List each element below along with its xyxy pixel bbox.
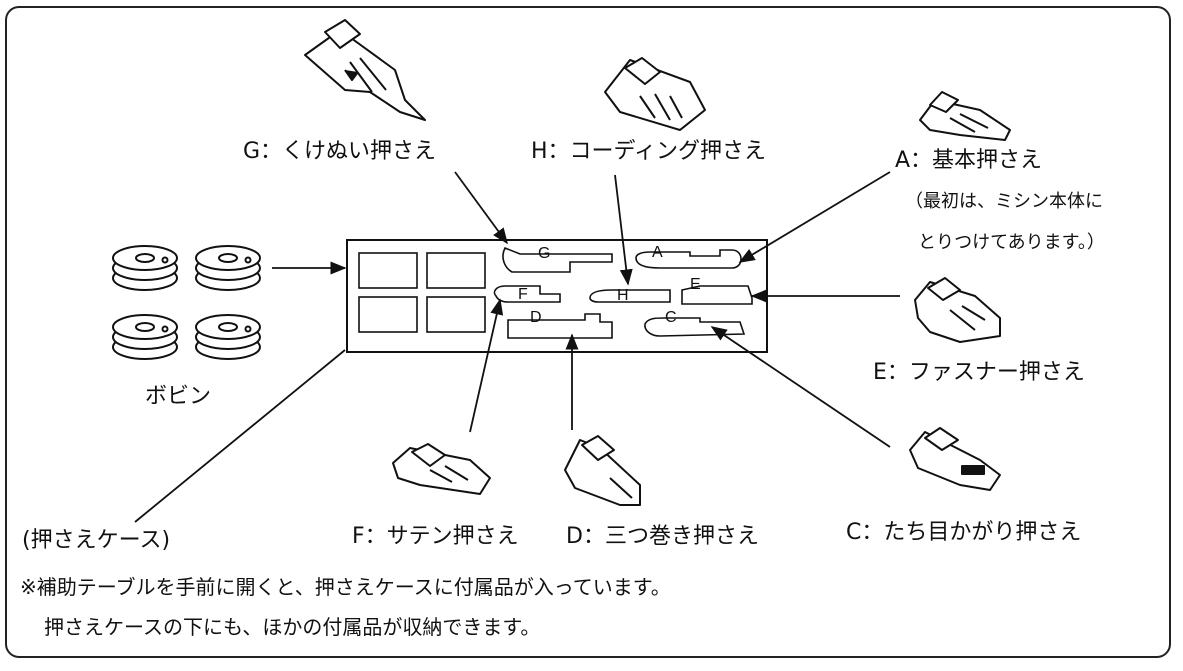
label-case: (押さえケース) — [22, 528, 171, 553]
slot-letter-g: G — [538, 245, 550, 262]
overcast-foot-icon — [909, 427, 1001, 491]
bobbin-slot — [358, 296, 418, 333]
arrow-f — [469, 298, 504, 433]
label-a-note-2: とりつけてあります。） — [918, 232, 1105, 253]
cording-foot-icon — [604, 57, 706, 131]
diagram-frame — [5, 6, 1171, 658]
slot-letter-a: A — [652, 244, 663, 261]
label-f: F：サテン押さえ — [352, 524, 519, 549]
zipper-foot-icon — [914, 277, 1001, 343]
arrow-a — [738, 171, 891, 263]
note-line-1: ※補助テーブルを手前に開くと、押さえケースに付属品が入っています。 — [20, 575, 671, 599]
bobbin-icon — [195, 314, 261, 360]
bobbin-icon — [112, 245, 178, 291]
basic-foot-icon — [919, 91, 1011, 141]
slot-c-outline — [644, 317, 746, 337]
blind-hem-foot-icon — [304, 19, 426, 121]
label-a: A：基本押さえ — [895, 148, 1043, 173]
arrow-g — [454, 171, 508, 245]
bobbin-slot — [358, 252, 418, 289]
satin-foot-icon — [392, 443, 491, 495]
bobbin-icon — [195, 245, 261, 291]
presser-foot-case — [346, 239, 768, 353]
slot-letter-d: D — [530, 309, 542, 326]
arrow-c — [710, 326, 891, 448]
label-d: D：三つ巻き押さえ — [566, 524, 759, 549]
label-c: C：たち目かがり押さえ — [846, 520, 1082, 545]
note-line-2: 押さえケースの下にも、ほかの付属品が収納できます。 — [44, 615, 541, 639]
slot-letters: G A F H E D C — [518, 244, 701, 326]
slot-letter-e: E — [690, 276, 701, 293]
label-g: G：くけぬい押さえ — [243, 139, 437, 164]
arrow-h — [614, 174, 633, 286]
slot-g-outline — [502, 246, 613, 273]
label-e: E：ファスナー押さえ — [873, 360, 1085, 385]
slot-letter-h: H — [617, 287, 629, 304]
rolled-hem-foot-icon — [564, 435, 641, 506]
label-h: H：コーディング押さえ — [531, 139, 767, 164]
slot-h-outline — [589, 289, 671, 303]
label-bobbin: ボビン — [145, 384, 212, 409]
bobbin-slot — [426, 252, 486, 289]
slot-letter-c: C — [665, 309, 677, 326]
label-a-note-1: （最初は、ミシン本体に — [905, 191, 1103, 212]
slot-d-outline — [507, 313, 613, 339]
bobbin-group — [112, 245, 261, 360]
bobbin-slot — [426, 296, 486, 333]
slot-letter-f: F — [518, 286, 528, 303]
bobbin-icon — [112, 314, 178, 360]
case-leader-line — [134, 349, 346, 523]
leader-lines — [134, 171, 900, 523]
